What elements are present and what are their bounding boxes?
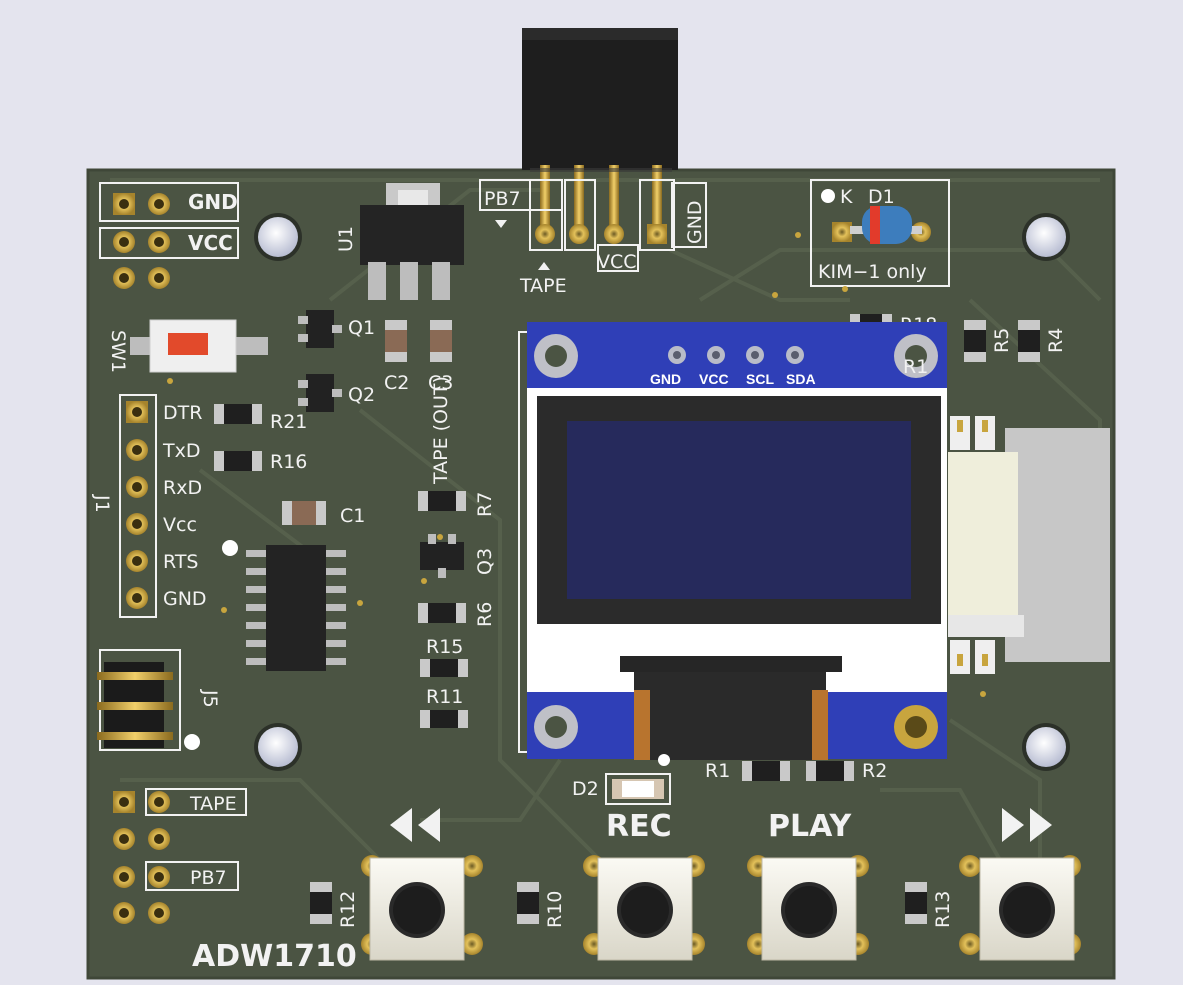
fast-forward-button[interactable]	[959, 855, 1081, 961]
label-q2: Q2	[348, 384, 375, 406]
label-gnd-top: GND	[188, 190, 238, 214]
regulator-u1	[360, 183, 464, 300]
resistor-r2	[806, 761, 854, 781]
resistor-r7	[418, 491, 466, 511]
label-rts: RTS	[163, 551, 199, 573]
transistor-q1	[298, 310, 342, 348]
resistor-r16	[214, 451, 262, 471]
resistor-r11	[420, 710, 468, 728]
transistor-q3	[420, 534, 464, 578]
resistor-r10	[517, 882, 539, 924]
label-c2: C2	[384, 372, 409, 394]
tape-connector	[113, 788, 247, 924]
oled-module	[518, 322, 947, 766]
resistor-r1	[742, 761, 790, 781]
label-rec: REC	[606, 809, 672, 844]
header-j5	[97, 649, 200, 751]
vias	[167, 232, 986, 697]
oled-pin-vcc: VCC	[699, 371, 729, 387]
capacitor-c3	[430, 320, 452, 362]
resistor-r21	[214, 404, 262, 424]
capacitor-c2	[385, 320, 407, 362]
label-d1: D1	[868, 186, 895, 208]
label-sw1: SW1	[107, 330, 129, 373]
label-tape-out: TAPE (OUT)	[430, 376, 452, 485]
mounting-holes	[254, 213, 1070, 771]
label-j1: J1	[91, 494, 113, 513]
diode-d1	[810, 179, 950, 287]
resistor-r15	[420, 659, 468, 677]
fast-forward-icon	[1002, 808, 1052, 842]
label-r19: R1	[903, 356, 928, 378]
label-play: PLAY	[768, 809, 852, 844]
label-tape-header: TAPE	[519, 275, 567, 297]
label-pb7-conn: PB7	[190, 867, 227, 889]
label-dtr: DTR	[163, 402, 202, 424]
label-r21: R21	[270, 411, 307, 433]
label-c3: C3	[428, 372, 453, 394]
label-kim1-only: KIM−1 only	[818, 261, 927, 283]
oled-pin-scl: SCL	[746, 371, 774, 387]
label-r13: R13	[932, 891, 954, 928]
label-r1: R1	[705, 760, 730, 782]
oled-pin-sda: SDA	[786, 371, 816, 387]
label-q1: Q1	[348, 317, 375, 339]
label-r10: R10	[544, 891, 566, 928]
resistor-r5	[964, 320, 986, 362]
label-r12: R12	[337, 891, 359, 928]
label-d1-k: K	[840, 186, 853, 208]
resistor-r12	[310, 882, 332, 924]
resistor-r4	[1018, 320, 1040, 362]
oled-pin-gnd: GND	[650, 371, 681, 387]
label-vcc-pin: Vcc	[163, 514, 197, 536]
side-connector	[948, 416, 1110, 674]
play-button[interactable]	[747, 855, 869, 961]
label-r2: R2	[862, 760, 887, 782]
label-r11: R11	[426, 686, 463, 708]
label-gnd-pin: GND	[163, 588, 207, 610]
resistor-r6	[418, 603, 466, 623]
label-r5: R5	[991, 328, 1013, 353]
capacitor-c1	[282, 501, 326, 525]
label-r7: R7	[474, 492, 496, 517]
label-txd: TxD	[162, 440, 200, 462]
label-q3: Q3	[474, 548, 496, 575]
ic-soic	[222, 540, 346, 671]
switch-sw1[interactable]	[130, 319, 268, 373]
rewind-button[interactable]	[361, 855, 483, 961]
rec-button[interactable]	[583, 855, 705, 961]
label-r15: R15	[426, 636, 463, 658]
rewind-icon	[390, 808, 440, 842]
label-vcc-header: VCC	[597, 251, 637, 273]
label-pb7-header: PB7	[484, 188, 521, 210]
label-r16: R16	[270, 451, 307, 473]
serial-header-j1	[119, 394, 157, 618]
board-name: ADW1710	[192, 939, 357, 974]
label-r6: R6	[474, 602, 496, 627]
label-j5: J5	[199, 689, 221, 708]
label-r4: R4	[1045, 328, 1067, 353]
resistor-r13	[905, 882, 927, 924]
tape-header-connector	[479, 28, 707, 272]
led-d2	[605, 773, 671, 805]
label-vcc-top: VCC	[188, 231, 233, 255]
power-header	[99, 182, 239, 289]
label-rxd: RxD	[163, 477, 202, 499]
label-gnd-header: GND	[684, 200, 706, 244]
label-c1: C1	[340, 505, 365, 527]
label-d2: D2	[572, 778, 599, 800]
label-u1: U1	[335, 226, 357, 252]
oled-screen	[567, 421, 911, 599]
label-tape-conn: TAPE	[189, 793, 237, 815]
transistor-q2	[298, 374, 342, 412]
